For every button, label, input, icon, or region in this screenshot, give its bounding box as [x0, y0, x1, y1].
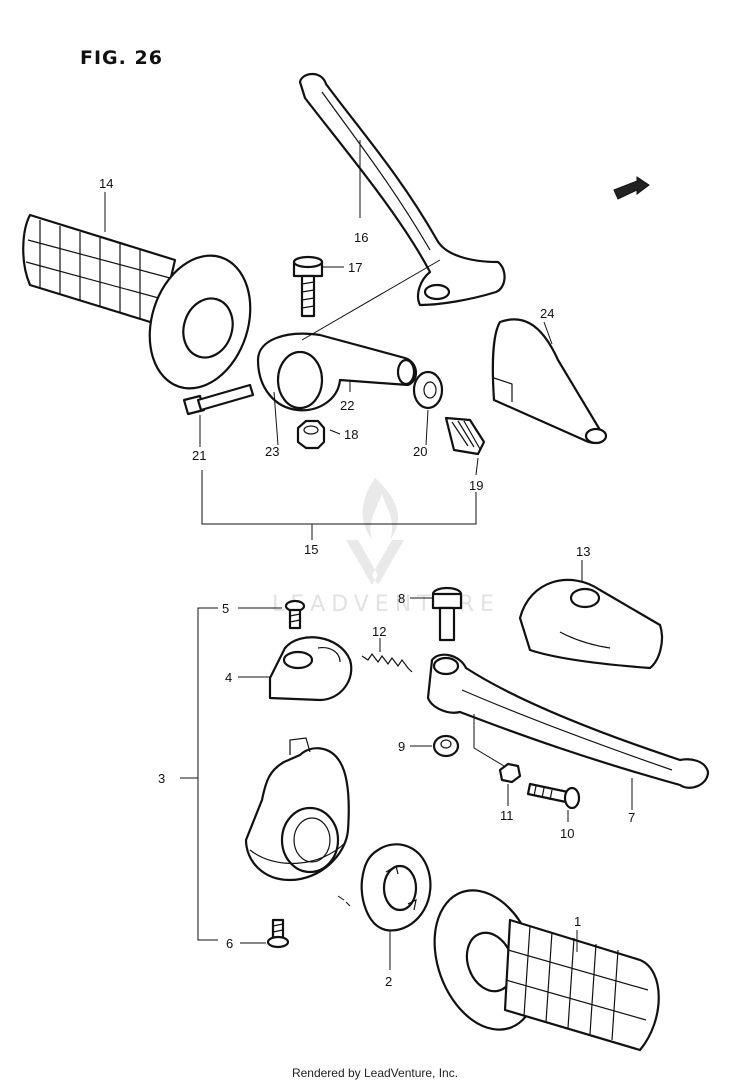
- lock-nut-part-20: [412, 370, 444, 410]
- nut-part-18: [296, 419, 326, 450]
- callout-13: 13: [576, 544, 590, 559]
- callout-23: 23: [265, 444, 279, 459]
- callout-9: 9: [398, 739, 405, 754]
- front-direction-arrow-icon: [613, 176, 650, 200]
- callout-4: 4: [225, 670, 232, 685]
- collar-part-9: [432, 734, 460, 758]
- callout-1: 1: [574, 914, 581, 929]
- lever-part-7: [426, 653, 710, 789]
- callout-17: 17: [348, 260, 362, 275]
- watermark-text: LEADVENTURE: [272, 592, 500, 617]
- left-grip-part-14: [22, 213, 252, 390]
- bracket-3: [197, 607, 218, 941]
- bolt-part-17: [292, 255, 324, 318]
- nut-part-11: [498, 762, 522, 784]
- callout-15: 15: [304, 542, 318, 557]
- lever-cover-part-24: [491, 318, 608, 445]
- bolt-part-10: [526, 782, 581, 810]
- lever-part-16: [298, 72, 506, 307]
- bracket-15: [201, 470, 477, 525]
- callout-20: 20: [413, 444, 427, 459]
- callout-18: 18: [344, 427, 358, 442]
- lever-cover-part-13: [518, 578, 664, 670]
- callout-14: 14: [99, 176, 113, 191]
- callout-5: 5: [222, 601, 229, 616]
- callout-3: 3: [158, 771, 165, 786]
- switch-plate-part-2: [360, 843, 432, 932]
- callout-12: 12: [372, 624, 386, 639]
- bolt-part-21: [182, 383, 255, 416]
- screw-part-5: [284, 599, 306, 630]
- right-grip-part-1: [433, 889, 660, 1052]
- callout-11: 11: [500, 808, 514, 823]
- footer-credit: Rendered by LeadVenture, Inc.: [291, 1066, 459, 1080]
- callout-7: 7: [628, 810, 635, 825]
- callout-21: 21: [192, 448, 206, 463]
- callout-2: 2: [385, 974, 392, 989]
- callout-24: 24: [540, 306, 554, 321]
- callout-16: 16: [354, 230, 368, 245]
- clamp-part-4: [268, 636, 353, 702]
- screw-part-6: [266, 918, 290, 949]
- callout-8: 8: [398, 591, 405, 606]
- pivot-bolt-part-8: [431, 586, 463, 642]
- callout-22: 22: [340, 398, 354, 413]
- spring-part-12: [361, 652, 413, 673]
- callout-19: 19: [469, 478, 483, 493]
- bracket-housing: [244, 737, 350, 882]
- figure-title: FIG. 26: [80, 47, 163, 69]
- lever-holder-part-22: [256, 332, 417, 412]
- leadventure-logo-icon: [346, 478, 404, 585]
- callout-6: 6: [226, 936, 233, 951]
- adjuster-part-19: [444, 416, 486, 456]
- callout-10: 10: [560, 826, 574, 841]
